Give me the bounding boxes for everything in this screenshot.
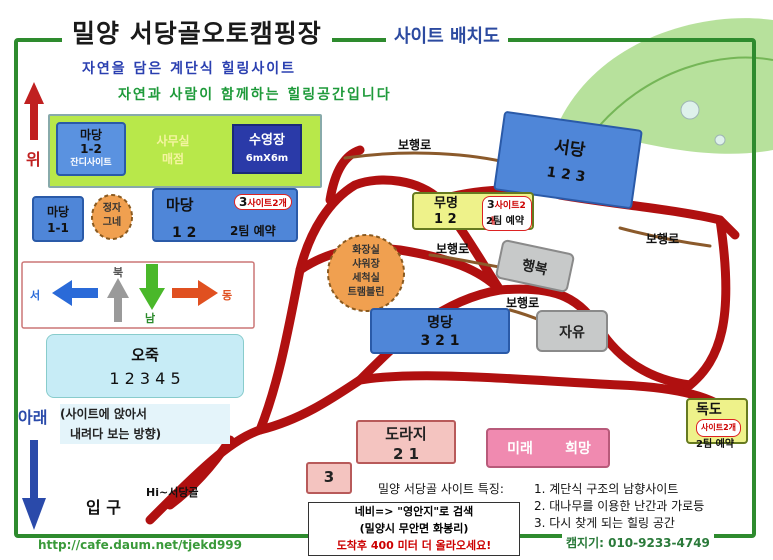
restroom-line2: 샤워장 xyxy=(352,259,380,270)
site-doraji-nums: 2 1 xyxy=(392,445,420,463)
site-madang[interactable]: 마당 3사이트2개 1 2 2팀 예약 xyxy=(152,188,298,242)
pavilion-line2: 그네 xyxy=(102,217,122,228)
site-haengbok-name: 행복 xyxy=(520,257,549,279)
pavilion-area xyxy=(91,194,133,240)
restroom-label[interactable]: 화장실 샤워장 세척실 트램블린 xyxy=(340,244,392,300)
compass-east-label: 동 xyxy=(222,289,233,302)
site-mumyeong-nums: 1 2 xyxy=(434,212,457,227)
direction-up-label: 위 xyxy=(26,150,41,169)
legend-office-line1: 사무실 xyxy=(156,134,190,148)
legend-pool-name: 수영장 xyxy=(249,133,285,148)
legend-office-line2: 매점 xyxy=(161,152,185,166)
features-heading-text: 밀양 서당골 사이트 특징: xyxy=(378,482,504,496)
path-label-1: 보행로 xyxy=(398,138,432,152)
site-doraji[interactable]: 도라지 2 1 xyxy=(356,420,456,464)
compass-north-arrow-icon xyxy=(107,278,129,322)
feature-item-3: 3. 다시 찾게 되는 힐링 공간 xyxy=(534,516,675,530)
restroom-line1: 화장실 xyxy=(352,245,380,256)
site-dokdo-note: 2팀 예약 xyxy=(696,439,735,450)
slogan-line-2: 자연과 사람이 함께하는 힐링공간입니다 xyxy=(118,87,392,103)
legend-madang-name: 마당 xyxy=(79,128,103,142)
direction-down-label: 아래 xyxy=(18,404,48,428)
site-ojuk-nums: 1 2 3 4 5 xyxy=(109,369,181,388)
site-myeongdang-nums: 3 2 1 xyxy=(420,333,460,349)
features-list: 1. 계단식 구조의 남향사이트 2. 대나무를 이용한 난간과 가로등 3. … xyxy=(534,480,704,531)
site-madang-badge-num: 3 xyxy=(239,195,248,209)
site-mumyeong-badge: 3사이트2개 xyxy=(482,196,532,231)
site-jayu[interactable]: 자유 xyxy=(536,310,608,352)
site-dokdo-badge: 사이트2개 xyxy=(696,419,742,437)
legend-madang-sub: 잔디사이트 xyxy=(70,158,112,168)
down-arrow-icon xyxy=(22,440,46,530)
features-heading: 밀양 서당골 사이트 특징: xyxy=(378,480,504,497)
entrance-label: 입 구 xyxy=(86,498,122,517)
restroom-line4: 트램블린 xyxy=(347,287,385,298)
view-note-line2: 내려다 보는 방향) xyxy=(70,427,162,441)
site-doraji-name: 도라지 xyxy=(385,425,427,443)
compass-north-label: 북 xyxy=(113,266,124,279)
compass-west-label: 서 xyxy=(30,289,41,302)
site-madang-note: 2팀 예약 xyxy=(230,224,276,238)
compass-frame xyxy=(21,261,255,329)
site-mumyeong-note: 2팀 예약 xyxy=(486,216,525,227)
site-madang-name: 마당 xyxy=(166,196,194,214)
site-huimang[interactable]: 희망 xyxy=(565,441,591,457)
site-mirae[interactable]: 미래 xyxy=(507,441,533,457)
site-mirae-huimang xyxy=(486,428,610,468)
compass-south-label: 남 xyxy=(145,312,156,325)
cafe-url-link[interactable]: http://cafe.daum.net/tjekd999 xyxy=(34,538,246,552)
site-madang-1-1[interactable]: 마당 1-1 xyxy=(32,196,84,242)
entrance-sign: Hi~서당골 xyxy=(146,486,199,499)
restroom-line3: 세척실 xyxy=(352,273,380,284)
view-direction-note: (사이트에 앉아서 내려다 보는 방향) xyxy=(60,404,230,444)
legend-office[interactable]: 사무실 매점 xyxy=(148,132,198,168)
site-myeongdang-name: 명당 xyxy=(427,315,453,331)
path-label-3: 보행로 xyxy=(506,296,540,310)
site-ojuk-name: 오죽 xyxy=(131,346,159,364)
site-mumyeong-badge-num: 3 xyxy=(487,198,495,211)
legend-pool[interactable]: 수영장 6mX6m xyxy=(232,124,302,174)
navi-box: 네비=> "영안지"로 검색 (밀양시 무안면 화봉리) 도착후 400 미터 … xyxy=(308,502,520,556)
view-note-line1: (사이트에 앉아서 xyxy=(60,407,147,421)
site-madang-nums: 1 2 xyxy=(172,225,197,241)
site-mumyeong-name: 무명 xyxy=(434,196,458,211)
site-3-name: 3 xyxy=(323,468,335,486)
restroom-area xyxy=(327,234,405,312)
pavilion-label[interactable]: 정자 그네 xyxy=(96,202,128,230)
site-ojuk[interactable]: 오죽 1 2 3 4 5 xyxy=(46,334,244,398)
compass-west-arrow-icon xyxy=(52,280,98,306)
site-dokdo[interactable]: 독도 사이트2개 2팀 예약 xyxy=(686,398,748,450)
feature-item-1: 1. 계단식 구조의 남향사이트 xyxy=(534,482,679,496)
up-arrow-icon xyxy=(24,82,44,140)
contact-phone[interactable]: 캠지기: 010-9233-4749 xyxy=(562,534,714,551)
site-madang-badge-text: 사이트2개 xyxy=(247,199,287,209)
site-dokdo-name: 독도 xyxy=(696,402,722,418)
legend-madang-1-2[interactable]: 마당 1-2 잔디사이트 xyxy=(56,122,126,176)
compass-east-arrow-icon xyxy=(172,280,218,306)
feature-item-2: 2. 대나무를 이용한 난간과 가로등 xyxy=(534,499,705,513)
legend-pool-size: 6mX6m xyxy=(245,153,289,164)
navi-line3: 도착후 400 미터 더 올라오세요! xyxy=(336,539,492,552)
legend-madang-num: 1-2 xyxy=(80,142,102,156)
site-mumyeong-badge-text: 사이트2개 xyxy=(487,201,526,227)
site-3[interactable]: 3 xyxy=(306,462,352,494)
site-jayu-name: 자유 xyxy=(559,325,585,341)
path-label-2: 보행로 xyxy=(436,242,470,256)
path-label-4: 보행로 xyxy=(646,232,680,246)
site-mumyeong[interactable]: 무명 1 2 3사이트2개 2팀 예약 xyxy=(412,192,534,231)
page-subtitle: 사이트 배치도 xyxy=(386,22,508,48)
site-myeongdang[interactable]: 명당 3 2 1 xyxy=(370,308,510,354)
pavilion-line1: 정자 xyxy=(102,203,122,214)
page-title: 밀양 서당골오토캠핑장 xyxy=(62,14,332,50)
site-madang-badge: 3사이트2개 xyxy=(234,194,292,210)
site-madang-1-1-num: 1-1 xyxy=(47,221,69,235)
site-madang-1-1-name: 마당 xyxy=(46,205,70,219)
navi-line2: (밀양시 무안면 화봉리) xyxy=(359,522,469,535)
navi-line1: 네비=> "영안지"로 검색 xyxy=(354,505,474,518)
slogan-line-1: 자연을 담은 계단식 힐링사이트 xyxy=(82,61,297,77)
compass-south-arrow-icon xyxy=(139,264,165,310)
